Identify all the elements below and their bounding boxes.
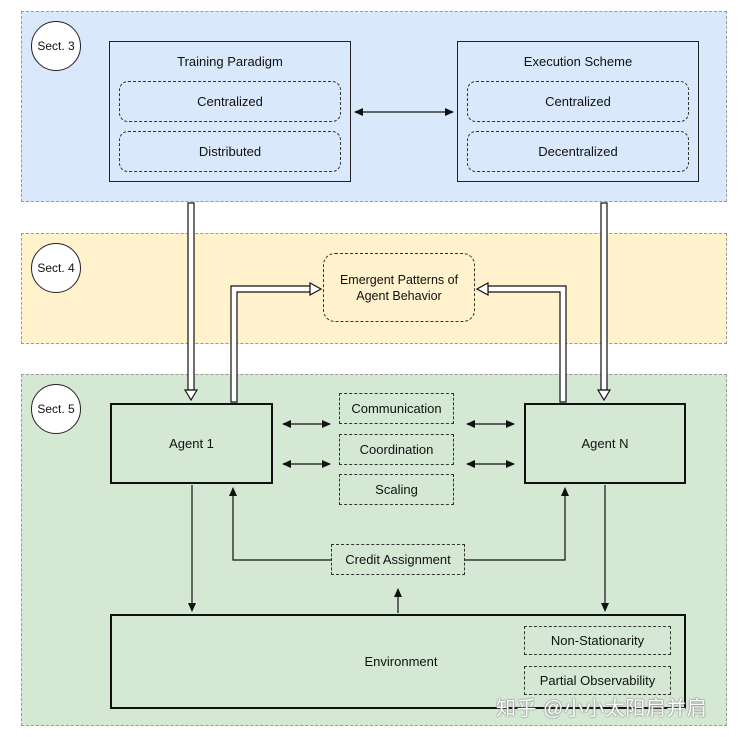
- watermark-text: 知乎 @小小太阳肩并肩: [496, 698, 708, 720]
- coordination-box: Coordination: [339, 434, 454, 465]
- execution-option-centralized: Centralized: [467, 81, 689, 122]
- scaling-box: Scaling: [339, 474, 454, 505]
- training-to-agent1-arrow: [183, 202, 199, 402]
- communication-box: Communication: [339, 393, 454, 424]
- training-paradigm-box: Training Paradigm: [109, 41, 351, 182]
- agent1-to-emergent-arrow: [230, 281, 323, 403]
- non-stationarity-box: Non-Stationarity: [524, 626, 671, 655]
- section-3-label: Sect. 3: [31, 21, 81, 71]
- environment-box: Environment: [110, 614, 686, 709]
- agent-n-box: Agent N: [524, 403, 686, 484]
- section-4-label: Sect. 4: [31, 243, 81, 293]
- emergent-patterns-box: Emergent Patterns of Agent Behavior: [323, 253, 475, 322]
- credit-assignment-box: Credit Assignment: [331, 544, 465, 575]
- partial-observability-box: Partial Observability: [524, 666, 671, 695]
- environment-label: Environment: [364, 654, 438, 669]
- execution-to-agentn-arrow: [596, 202, 612, 402]
- agent-1-box: Agent 1: [110, 403, 273, 484]
- training-option-centralized: Centralized: [119, 81, 341, 122]
- training-option-distributed: Distributed: [119, 131, 341, 172]
- training-paradigm-title: Training Paradigm: [177, 54, 283, 69]
- emergent-line-2: Agent Behavior: [356, 288, 442, 303]
- section-5-label: Sect. 5: [31, 384, 81, 434]
- execution-scheme-box: Execution Scheme: [457, 41, 699, 182]
- emergent-line-1: Emergent Patterns of: [339, 272, 459, 287]
- execution-option-decentralized: Decentralized: [467, 131, 689, 172]
- execution-scheme-title: Execution Scheme: [523, 54, 633, 69]
- agentn-to-emergent-arrow: [475, 281, 567, 403]
